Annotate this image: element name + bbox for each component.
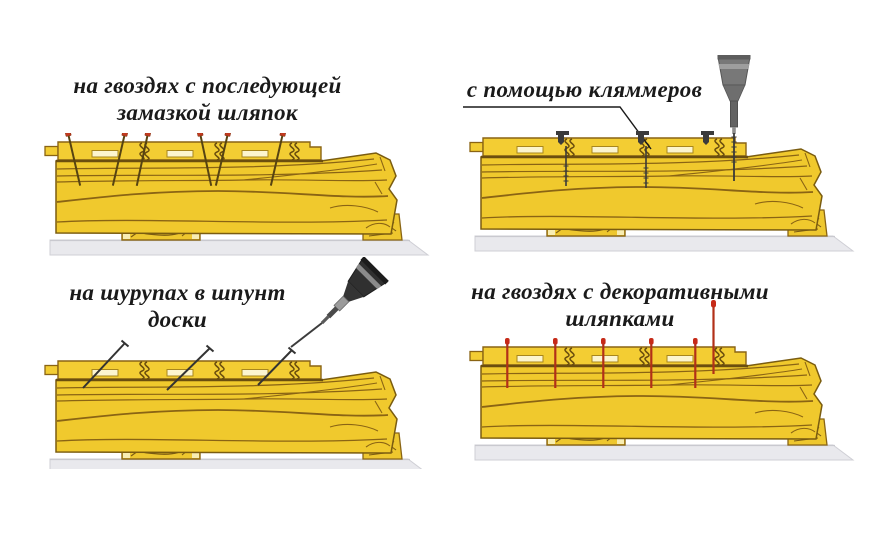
diagram-nails-puttied (43, 133, 430, 257)
nail-icon (214, 133, 232, 186)
nail-icon (649, 338, 654, 388)
caption-nails-puttied: на гвоздях с последующей замазкой шляпок (40, 72, 375, 126)
nail-icon-raised (711, 300, 716, 374)
screw-icon (166, 344, 215, 391)
caption-line: замазкой шляпок (117, 100, 298, 125)
caption-klammers: с помощью кляммеров (452, 76, 717, 103)
nail-icon (135, 133, 152, 187)
caption-nails-decorative: на гвоздях с декоративными шляпками (450, 278, 790, 332)
caption-screws-tongue: на шурупах в шпунт доски (30, 279, 325, 333)
nail-icon (693, 338, 698, 388)
nail-icon (269, 133, 287, 186)
screwdriver-icon (717, 55, 751, 134)
klammer-clip-icon (556, 131, 569, 186)
diagram-nails-decorative (468, 300, 855, 462)
nail-icon (601, 338, 606, 388)
screw-icon (82, 339, 130, 389)
caption-line: с помощью кляммеров (466, 77, 703, 102)
caption-line: на гвоздях с последующей (73, 73, 342, 98)
caption-line: шляпками (565, 306, 675, 331)
slanted-screws (82, 339, 297, 391)
nail-icon (505, 338, 510, 388)
screw-icon (731, 133, 737, 181)
screw-icon (257, 346, 297, 386)
decorative-nails (505, 300, 716, 388)
klammer-clip-icon (636, 131, 649, 188)
screw-icon (290, 322, 323, 348)
nail-icon (64, 133, 82, 186)
slanted-nails (64, 133, 287, 187)
diagram-screws-tongue (43, 257, 430, 469)
diagram-klammers (463, 55, 855, 253)
caption-line: на шурупах в шпунт (69, 280, 286, 305)
nail-icon (553, 338, 558, 388)
nail-icon (196, 133, 213, 187)
screwdriver-icon (320, 257, 389, 325)
caption-line: на гвоздях с декоративными (471, 279, 769, 304)
nail-icon (111, 133, 129, 186)
klammer-clip-icon (701, 131, 714, 145)
caption-line: доски (147, 307, 208, 332)
